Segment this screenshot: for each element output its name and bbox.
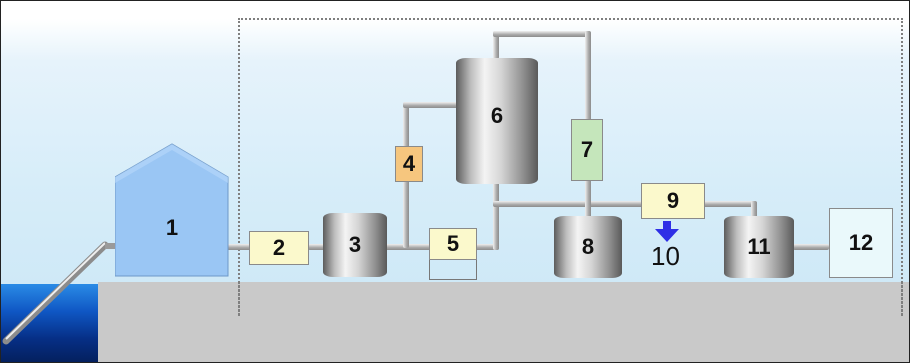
unit-8-tank: 8 [554, 216, 622, 278]
unit-4-label: 4 [402, 151, 416, 176]
pipe-main-right [493, 201, 757, 207]
pipe-1-2 [227, 244, 251, 250]
unit-11-label: 11 [747, 234, 771, 259]
pipe-down-to-7 [585, 31, 591, 123]
unit-5-label: 5 [446, 231, 460, 256]
pipe-6-top [493, 31, 499, 59]
unit-1-building: 1 [115, 143, 229, 277]
pipe-7-8 [585, 179, 591, 221]
unit-1-label: 1 [165, 215, 179, 240]
pipe-5-out [475, 244, 499, 250]
unit-5-stand [429, 260, 477, 280]
unit-9-label: 9 [666, 188, 680, 213]
intake-pipe [2, 241, 117, 345]
unit-10-label: 10 [651, 241, 680, 271]
unit-12-label: 12 [848, 230, 874, 255]
pipe-4-6 [403, 102, 459, 108]
unit-2-box: 2 [249, 231, 309, 265]
unit-6-label: 6 [490, 103, 504, 128]
unit-3-tank: 3 [323, 213, 387, 277]
pipe-11-12 [793, 244, 829, 250]
unit-11-tank: 11 [724, 216, 794, 278]
unit-7-box: 7 [571, 119, 603, 181]
unit-12-box: 12 [829, 208, 893, 278]
down-arrow-icon [655, 221, 679, 242]
pipe-top-bridge [493, 31, 591, 37]
ground [98, 282, 909, 362]
plant-boundary-right-edge [901, 282, 905, 316]
unit-2-label: 2 [272, 235, 286, 260]
unit-6-tank: 6 [456, 58, 538, 184]
unit-5-box: 5 [429, 228, 477, 260]
pipe-to-11 [751, 201, 757, 221]
unit-3-label: 3 [348, 232, 362, 257]
pipe-2-3 [308, 244, 328, 250]
plant-boundary-dotted-frame [238, 18, 903, 315]
unit-7-label: 7 [580, 137, 594, 162]
plant-boundary-left-edge [238, 282, 242, 316]
unit-4-box: 4 [395, 146, 423, 182]
unit-9-box: 9 [641, 183, 705, 219]
pipe-6-down [493, 179, 499, 250]
unit-8-label: 8 [581, 234, 595, 259]
